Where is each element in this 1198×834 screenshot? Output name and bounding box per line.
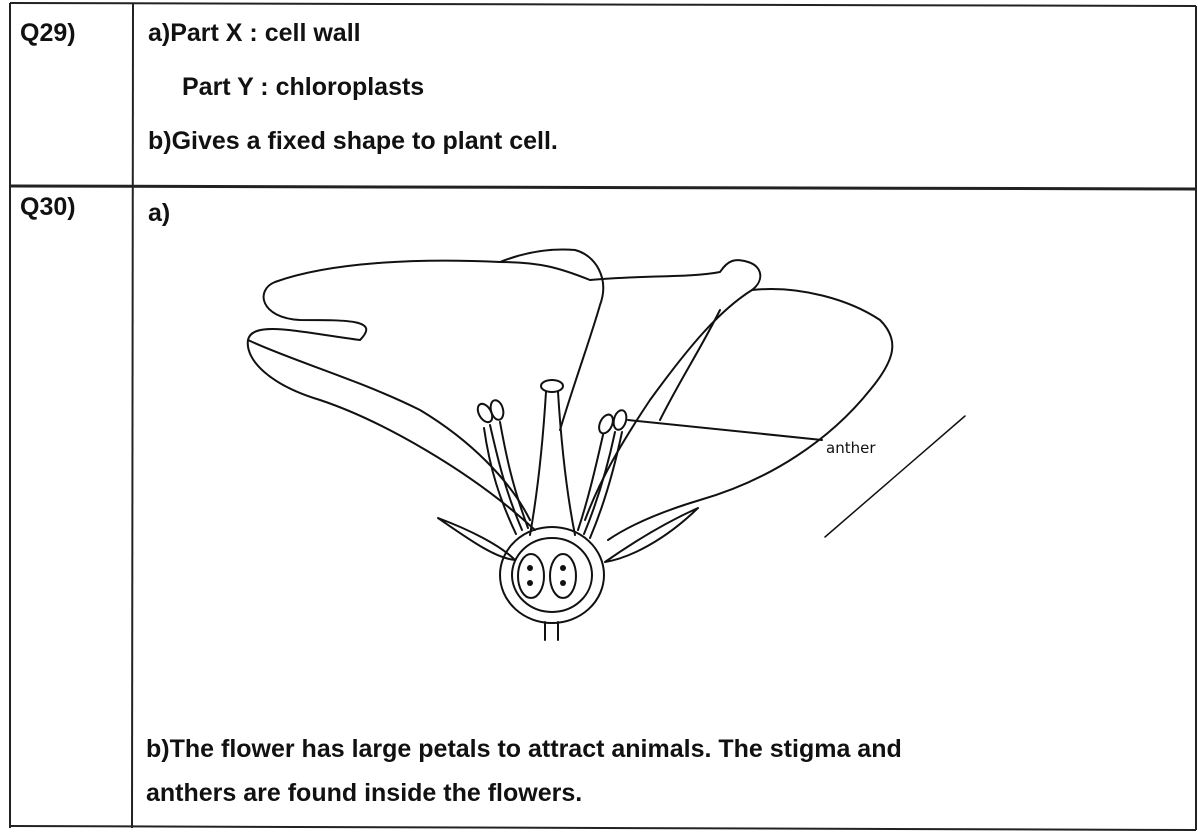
ovary-outer <box>500 527 604 623</box>
left-anther-2 <box>489 399 506 421</box>
ovary-inner <box>512 538 592 612</box>
ovules <box>527 565 566 586</box>
stigma <box>541 380 563 392</box>
style <box>530 392 575 535</box>
center-petal <box>500 250 603 431</box>
q30-part-b-line-1: b)The flower has large petals to attract… <box>146 734 902 764</box>
label-anther: anther <box>826 439 876 457</box>
q30-part-b-line-2: anthers are found inside the flowers. <box>146 778 582 808</box>
left-sepal <box>438 518 515 560</box>
far-right-petal <box>608 289 892 540</box>
right-anther-2 <box>612 409 629 431</box>
far-right-petal-inner <box>660 310 720 420</box>
anther-pointer-line <box>628 420 822 440</box>
annotation-slash <box>825 416 965 537</box>
left-petal <box>248 261 590 530</box>
ovule-chamber-left <box>518 554 544 598</box>
right-petal <box>585 260 760 520</box>
ovule-chamber-right <box>550 554 576 598</box>
flower-stalk <box>545 622 558 640</box>
